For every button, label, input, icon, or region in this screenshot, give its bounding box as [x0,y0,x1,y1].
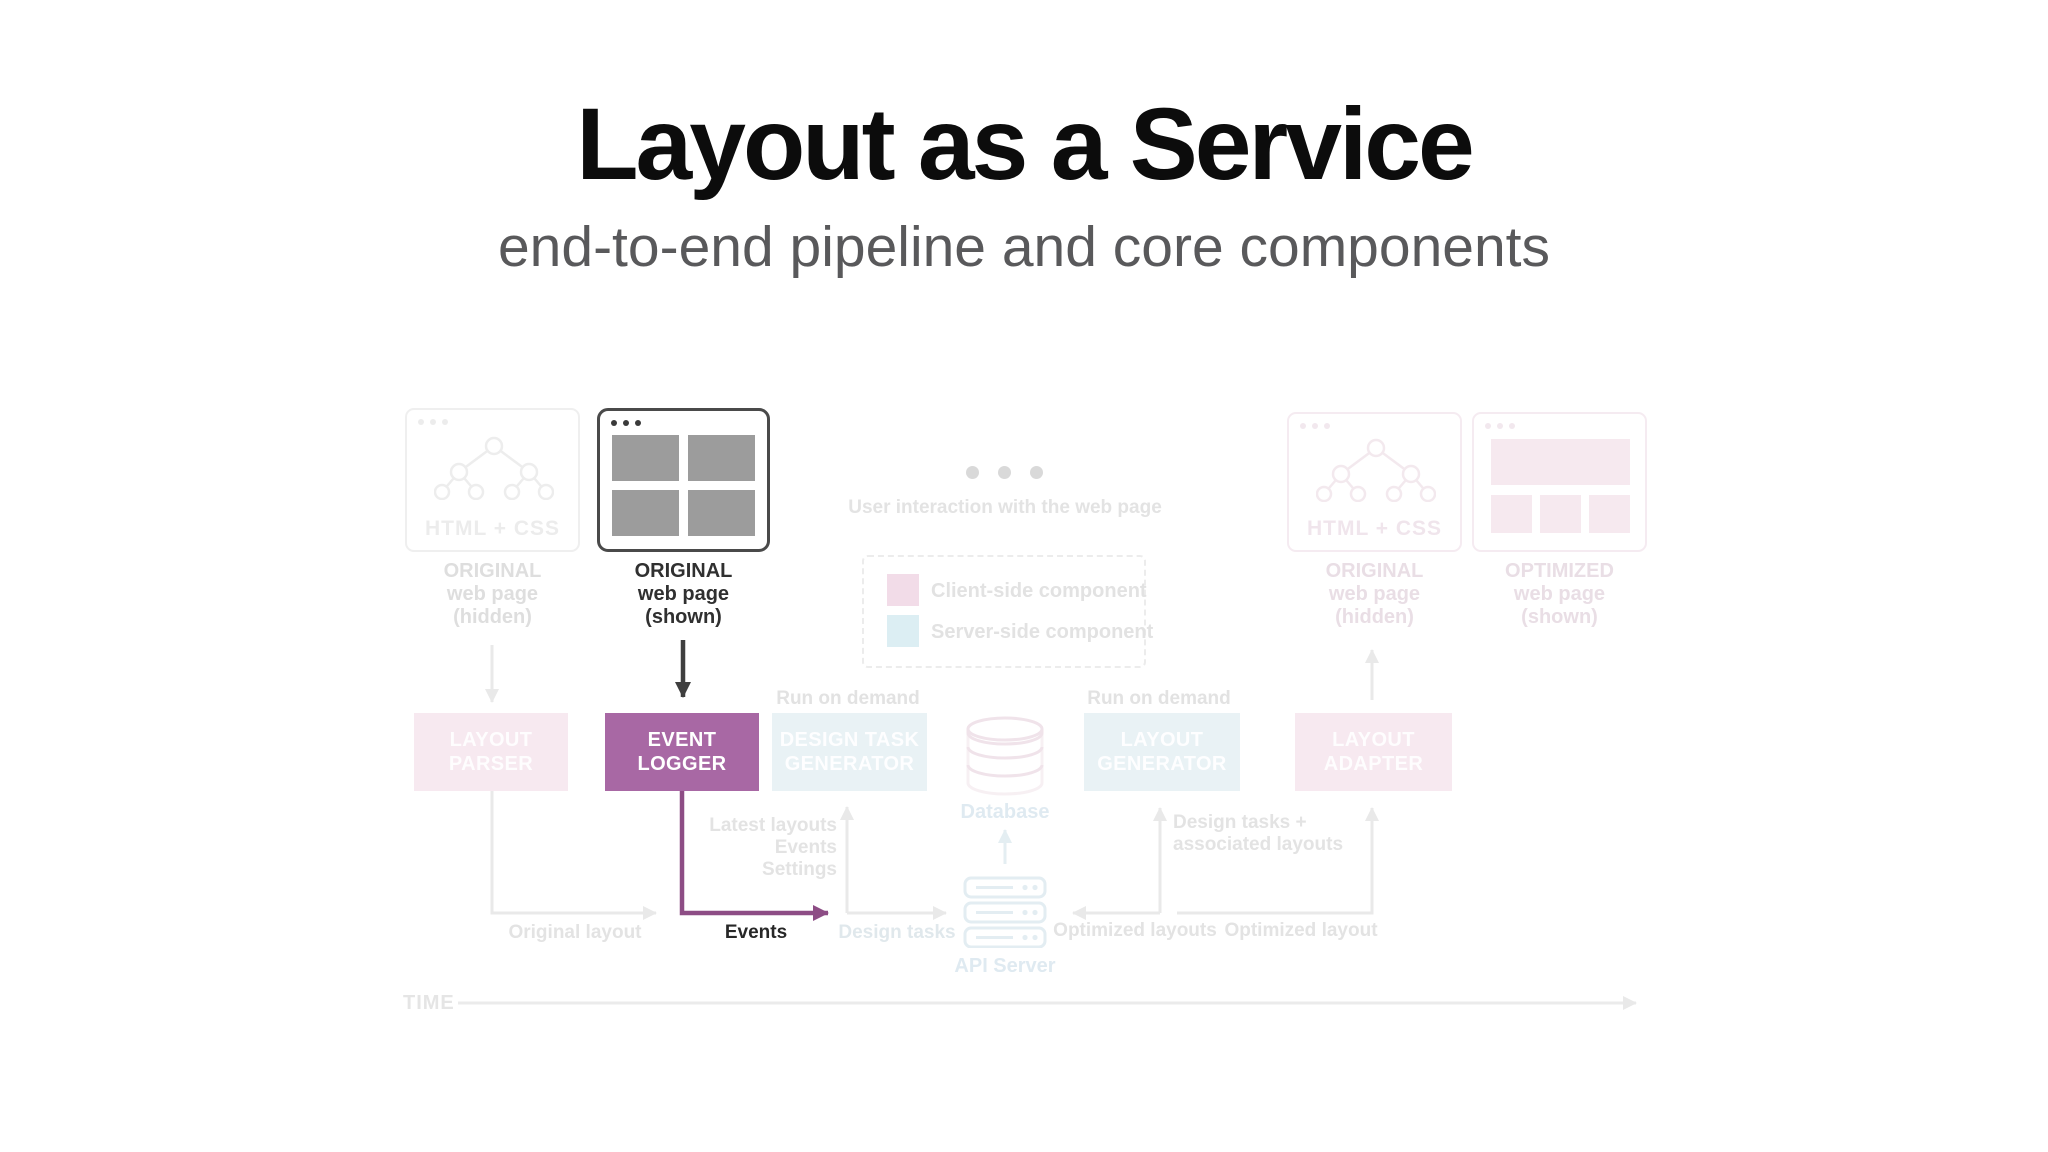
caption-line: web page [1328,583,1421,605]
component-label: LAYOUT [1120,729,1204,751]
optimized-layout-label: Optimized layout [1224,920,1378,941]
optimized-block [1540,495,1581,533]
dom-tree-icon [1316,438,1436,502]
legend-box: Client-side component Server-side compon… [862,555,1153,668]
legend-server-swatch [887,615,919,647]
run-on-demand-label-right: Run on demand [1087,688,1231,709]
optimized-block [1589,495,1630,533]
optimized-layouts-label: Optimized layouts [1053,920,1217,941]
legend-client-label: Client-side component [931,580,1147,602]
caption-line: ORIGINAL [1325,560,1424,582]
optimized-hero-block [1491,439,1630,485]
user-interaction-label: User interaction with the web page [848,497,1162,518]
caption-line: OPTIMIZED [1505,560,1614,582]
caption-line: (hidden) [1335,606,1414,628]
caption-line: (hidden) [453,606,532,628]
page-title: Layout as a Service [576,87,1475,201]
latest-layouts-events-settings-label: Latest layouts Events Settings [617,815,837,881]
user-interaction-dots-icon [966,466,1043,479]
arrow-layout-parser-original-layout [490,791,657,920]
flow-line: Design tasks + [1173,812,1307,833]
component-label: LAYOUT [449,729,533,751]
layout-parser-box: LAYOUT PARSER [414,713,568,791]
legend-server-label: Server-side component [931,621,1154,643]
browser-window-optimized-shown [1472,412,1647,552]
event-logger-box: EVENT LOGGER [605,713,759,791]
caption-optimized-shown: OPTIMIZED web page (shown) [1472,560,1647,629]
component-label: PARSER [448,753,534,775]
caption-original-hidden-right: ORIGINAL web page (hidden) [1287,560,1462,629]
layout-adapter-box: LAYOUT ADAPTER [1295,713,1452,791]
run-on-demand-label-left: Run on demand [776,688,920,709]
flow-line: Latest layouts [709,815,837,836]
caption-line: ORIGINAL [634,560,733,582]
browser-dots-icon [611,420,641,426]
design-tasks-label: Design tasks [838,922,956,943]
html-css-label: HTML + CSS [1306,517,1443,540]
flow-line: associated layouts [1173,834,1344,855]
html-css-label: HTML + CSS [424,517,561,540]
caption-line: web page [637,583,730,605]
design-task-generator-box: DESIGN TASK GENERATOR [772,713,927,791]
caption-original-hidden-left: ORIGINAL web page (hidden) [405,560,580,629]
page-subtitle: end-to-end pipeline and core components [497,215,1551,279]
dom-tree-icon [434,436,554,500]
caption-line: web page [446,583,539,605]
api-server-label: API Server [954,955,1056,977]
component-label: GENERATOR [784,753,915,775]
browser-dots-icon [1300,423,1330,429]
layout-generator-box: LAYOUT GENERATOR [1084,713,1240,791]
browser-window-original-hidden-left: HTML + CSS [405,408,580,552]
component-label: LOGGER [637,753,727,775]
flow-line: Settings [762,859,837,880]
caption-line: web page [1513,583,1606,605]
component-label: GENERATOR [1097,753,1227,775]
database-icon [966,716,1044,796]
caption-line: (shown) [1521,606,1598,628]
caption-original-shown: ORIGINAL web page (shown) [597,560,770,629]
browser-dots-icon [1485,423,1515,429]
arrow-optimized-layout-to-adapter [1177,807,1379,915]
arrow-event-logger-events [679,791,829,921]
component-label: ADAPTER [1323,753,1424,775]
component-label: EVENT [647,729,717,751]
browser-window-original-shown [597,408,770,552]
legend-client-swatch [887,574,919,606]
browser-window-original-hidden-right: HTML + CSS [1287,412,1462,552]
design-tasks-associated-layouts-label: Design tasks + associated layouts [1173,812,1343,856]
optimized-block [1491,495,1532,533]
component-label: LAYOUT [1332,729,1415,751]
browser-dots-icon [418,419,448,425]
database-label: Database [960,801,1050,823]
original-layout-label: Original layout [508,922,642,943]
time-label: TIME [403,992,455,1014]
flow-line: Events [774,837,837,858]
page-grid-thumbnail [612,435,755,536]
events-label: Events [724,922,788,943]
caption-line: ORIGINAL [443,560,542,582]
component-label: DESIGN TASK [779,729,920,751]
api-server-icon [963,876,1047,948]
caption-line: (shown) [645,606,722,628]
